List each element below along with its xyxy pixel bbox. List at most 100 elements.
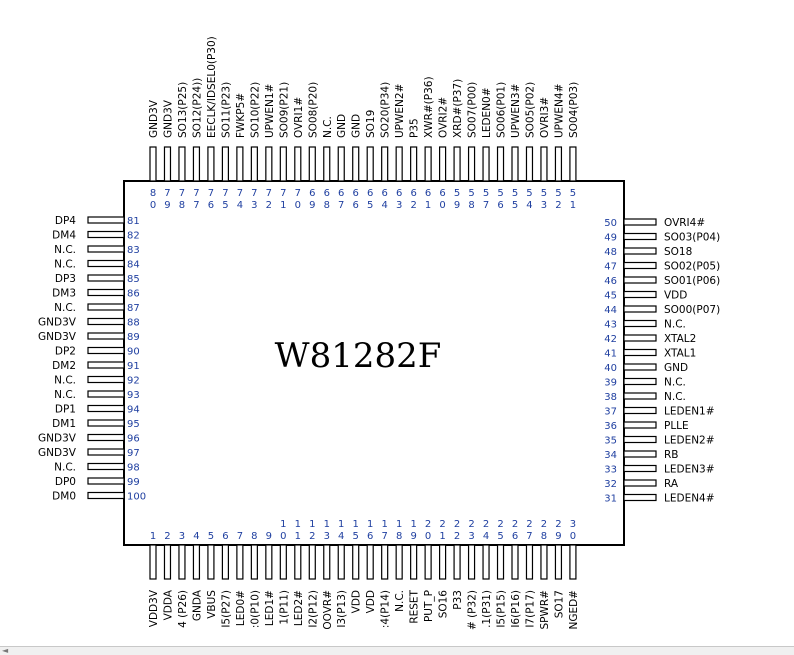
pin-label: SO16 [438,590,450,619]
pin-92: N.C.92 [54,375,140,387]
pin-label: N.C. [54,244,76,256]
pin-75: SO11(P23)75 [220,82,232,211]
pin-label: SO17 [553,590,565,618]
pin-number-units: 7 [338,200,344,211]
pin-70: OVRI1#70 [293,97,305,211]
pin-36: PLLE 36 [604,420,688,432]
pin-number-tens: 7 [193,188,199,199]
pin-number-units: 7 [483,200,489,211]
pin-number-units: 6 [208,200,214,211]
pin-label: DM0 [52,491,76,503]
pin-35: LEDEN2#35 [604,435,714,447]
pin-47: SO02(P05)47 [604,261,720,273]
pin-lead [87,390,125,398]
pin-lead [250,544,258,580]
pin-label: I5(P27) [220,590,232,628]
pin-number-units: 2 [410,200,416,211]
pins-top: GND3V80GND3V79SO13(P25)78SO12(P24))77EEC… [148,36,580,211]
scroll-left-icon[interactable]: ◄ [2,646,9,655]
pin-label: SO20(P34) [380,82,392,138]
pin-label: SO07(P00) [467,82,479,138]
pin-label: OVRI1# [293,97,305,138]
pin-lead [323,146,331,182]
pin-number-tens: 7 [295,188,301,199]
pin-lead [323,544,331,580]
pin-number-units: 1 [439,531,445,542]
pin-label: I2(P12) [307,590,319,628]
pin-label: XWR#(P36) [423,76,435,138]
pin-55: UPWEN3#55 [510,84,522,211]
pin-lead [424,146,432,182]
pin-label: GND3V [162,99,174,138]
pin-label: SO18 [664,246,692,258]
pin-lead [366,146,374,182]
pin-17: :4(P14)17 [380,519,392,628]
pin-lead [439,544,447,580]
pin-label: SO11(P23) [220,82,232,138]
pin-label: VDD [664,290,687,302]
pin-24: .1(P31)24 [481,519,493,628]
pin-52: UPWEN4#52 [553,84,565,211]
pin-number-tens: 1 [396,519,402,530]
pin-number: 97 [127,448,140,459]
pin-lead [623,493,657,502]
pin-number-units: 8 [541,531,547,542]
pin-number-units: 5 [353,531,359,542]
pin-label: PLLE [664,420,689,432]
pin-30: NGED#30 [568,519,580,630]
pin-number-units: 7 [193,200,199,211]
pin-number: 40 [604,363,617,374]
pin-number-units: 7 [526,531,532,542]
pin-number-units: 1 [570,200,576,211]
pin-number-units: 4 [526,200,532,211]
pin-number: 4 [193,531,199,542]
pin-number: 9 [266,531,272,542]
pin-44: SO00(P07)44 [604,304,720,316]
pin-number: 87 [127,303,140,314]
pin-label: GND3V [38,447,77,459]
pin-number-tens: 7 [266,188,272,199]
pin-lead [87,419,125,427]
pin-number-units: 6 [512,531,518,542]
pin-number: 37 [604,407,617,418]
pin-6: I5(P27)6 [220,531,232,628]
pin-label: XTAL2 [664,333,696,345]
pin-label: VDD3V [148,589,160,627]
pin-number: 95 [127,419,140,430]
pin-97: GND3V 97 [38,447,140,459]
pin-lead [87,404,125,413]
pin-label: DP1 [55,404,76,416]
pin-label: GND3V [38,433,77,445]
pin-label: # (P32) [467,590,479,630]
pin-number-tens: 1 [353,519,359,530]
pin-number: 44 [604,305,617,316]
pin-number-tens: 7 [208,188,214,199]
pin-label: PUT_P [423,590,435,622]
horizontal-scrollbar[interactable]: ◄ [0,646,794,655]
pin-lead [623,421,657,429]
pin-label: P35 [409,118,421,138]
pin-lead [525,146,534,182]
pin-number: 49 [604,233,617,244]
pin-number-units: 4 [483,531,489,542]
pin-lead [265,544,273,580]
pin-number-units: 2 [266,200,272,211]
pin-lead [453,146,461,182]
pin-number: 8 [251,531,257,542]
pin-number-tens: 1 [410,519,416,530]
pin-number: 36 [604,421,617,432]
pin-number-tens: 8 [150,188,156,199]
pin-25: I5(P15)25 [496,519,508,628]
pin-number-tens: 7 [222,188,228,199]
pin-lead [623,363,657,371]
pin-lead [87,375,125,384]
